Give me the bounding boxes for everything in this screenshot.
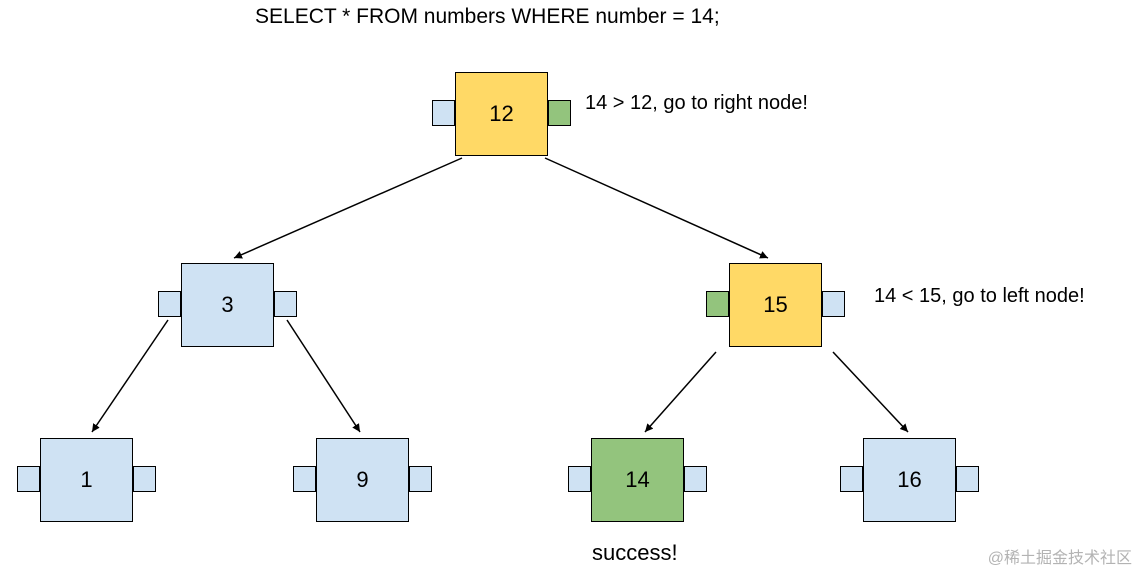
node-value: 12 — [489, 101, 514, 126]
node-box: 12 — [455, 72, 548, 156]
edge-3-1 — [91, 319, 169, 433]
edge-12-3 — [233, 157, 463, 259]
node-box: 3 — [181, 263, 274, 347]
tree-node-1: 1 — [17, 438, 156, 522]
right-child-connector — [956, 466, 979, 492]
node-box: 16 — [863, 438, 956, 522]
right-child-connector — [548, 100, 571, 126]
left-child-connector — [17, 466, 40, 492]
right-child-connector — [822, 291, 845, 317]
node-box: 14 — [591, 438, 684, 522]
left-child-connector — [568, 466, 591, 492]
node-value: 1 — [80, 467, 93, 492]
left-child-connector — [432, 100, 455, 126]
left-child-connector — [293, 466, 316, 492]
right-child-connector — [133, 466, 156, 492]
node-box: 9 — [316, 438, 409, 522]
left-child-connector — [840, 466, 863, 492]
node-value: 3 — [221, 292, 234, 317]
edge-3-9 — [286, 319, 361, 433]
right-child-connector — [684, 466, 707, 492]
node-box: 15 — [729, 263, 822, 347]
edge-15-16 — [832, 351, 909, 433]
node-value: 15 — [763, 292, 788, 317]
node-box: 1 — [40, 438, 133, 522]
edge-15-14 — [644, 351, 717, 433]
success-label: success! — [592, 540, 678, 565]
tree-node-9: 9 — [293, 438, 432, 522]
right-child-connector — [409, 466, 432, 492]
right-decision-annotation: 14 < 15, go to left node! — [874, 285, 1085, 307]
node-value: 16 — [897, 467, 922, 492]
edge-12-15 — [544, 157, 769, 259]
node-value: 9 — [356, 467, 369, 492]
node-value: 14 — [625, 467, 650, 492]
tree-node-14: 14 — [568, 438, 707, 522]
left-child-connector — [158, 291, 181, 317]
tree-node-16: 16 — [840, 438, 979, 522]
root-decision-annotation: 14 > 12, go to right node! — [585, 92, 808, 114]
sql-query-title: SELECT * FROM numbers WHERE number = 14; — [255, 5, 720, 28]
tree-node-12: 12 — [432, 72, 571, 156]
tree-node-3: 3 — [158, 263, 297, 347]
left-child-connector — [706, 291, 729, 317]
tree-node-15: 15 — [706, 263, 845, 347]
right-child-connector — [274, 291, 297, 317]
watermark: @稀土掘金技术社区 — [987, 550, 1132, 567]
